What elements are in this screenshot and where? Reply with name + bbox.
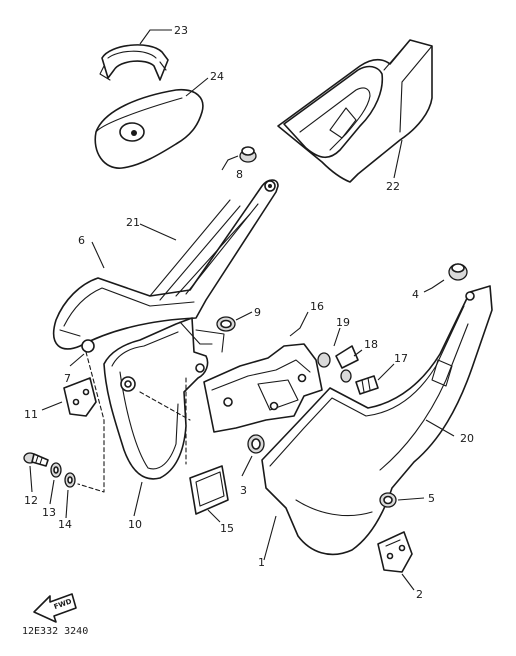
- part-14-washer: [64, 472, 76, 488]
- callout-21: 21: [126, 216, 140, 229]
- part-4-grommet: [448, 263, 468, 281]
- part-8-grommet: [239, 146, 257, 163]
- callout-labels: 23 24 8 22 21 6 7 9 16 19 18 17 4 20 5 2…: [24, 24, 474, 601]
- part-16-inner-bracket: [203, 343, 323, 433]
- callout-15: 15: [220, 522, 234, 535]
- callout-17: 17: [394, 352, 408, 365]
- callout-6: 6: [78, 234, 85, 247]
- callout-1: 1: [258, 556, 265, 569]
- part-11-bracket: [63, 377, 97, 417]
- part-18-bushing: [335, 345, 359, 383]
- callout-10: 10: [128, 518, 142, 531]
- part-12-bolt: [23, 452, 49, 467]
- part-5-grommet: [379, 492, 397, 508]
- callout-19: 19: [336, 316, 350, 329]
- part-3-grommet: [247, 434, 265, 454]
- callout-11: 11: [24, 408, 38, 421]
- callout-3: 3: [240, 484, 247, 497]
- leader-lines: [29, 29, 455, 591]
- front-arrow-icon: FWD: [33, 593, 77, 623]
- part-22-tail-cowl: [277, 39, 433, 183]
- part-24-cowl: [94, 88, 204, 169]
- callout-16: 16: [310, 300, 324, 313]
- part-19-collar: [317, 352, 331, 368]
- part-15-plate: [189, 465, 229, 515]
- callout-2: 2: [416, 588, 423, 601]
- callout-22: 22: [386, 180, 400, 193]
- callout-5: 5: [428, 492, 435, 505]
- callout-9: 9: [254, 306, 261, 319]
- callout-18: 18: [364, 338, 378, 351]
- callout-8: 8: [236, 168, 243, 181]
- callout-12: 12: [24, 494, 38, 507]
- assembly-lines: [77, 351, 191, 493]
- part-2-bracket: [377, 531, 413, 573]
- callout-24: 24: [210, 70, 224, 83]
- part-1-side-cover: [261, 285, 493, 556]
- callout-4: 4: [412, 288, 419, 301]
- part-6-side-rail: [53, 179, 279, 353]
- part-17-screw: [355, 375, 379, 395]
- part-10-inner-panel: [103, 317, 225, 480]
- part-9-grommet: [216, 316, 236, 332]
- callout-14: 14: [58, 518, 72, 531]
- callout-7: 7: [64, 372, 71, 385]
- callout-13: 13: [42, 506, 56, 519]
- part-23-strap: [99, 44, 169, 81]
- drawing-code: 12E332 3240: [22, 626, 88, 637]
- callout-20: 20: [460, 432, 474, 445]
- callout-23: 23: [174, 24, 188, 37]
- part-13-washer: [50, 462, 62, 478]
